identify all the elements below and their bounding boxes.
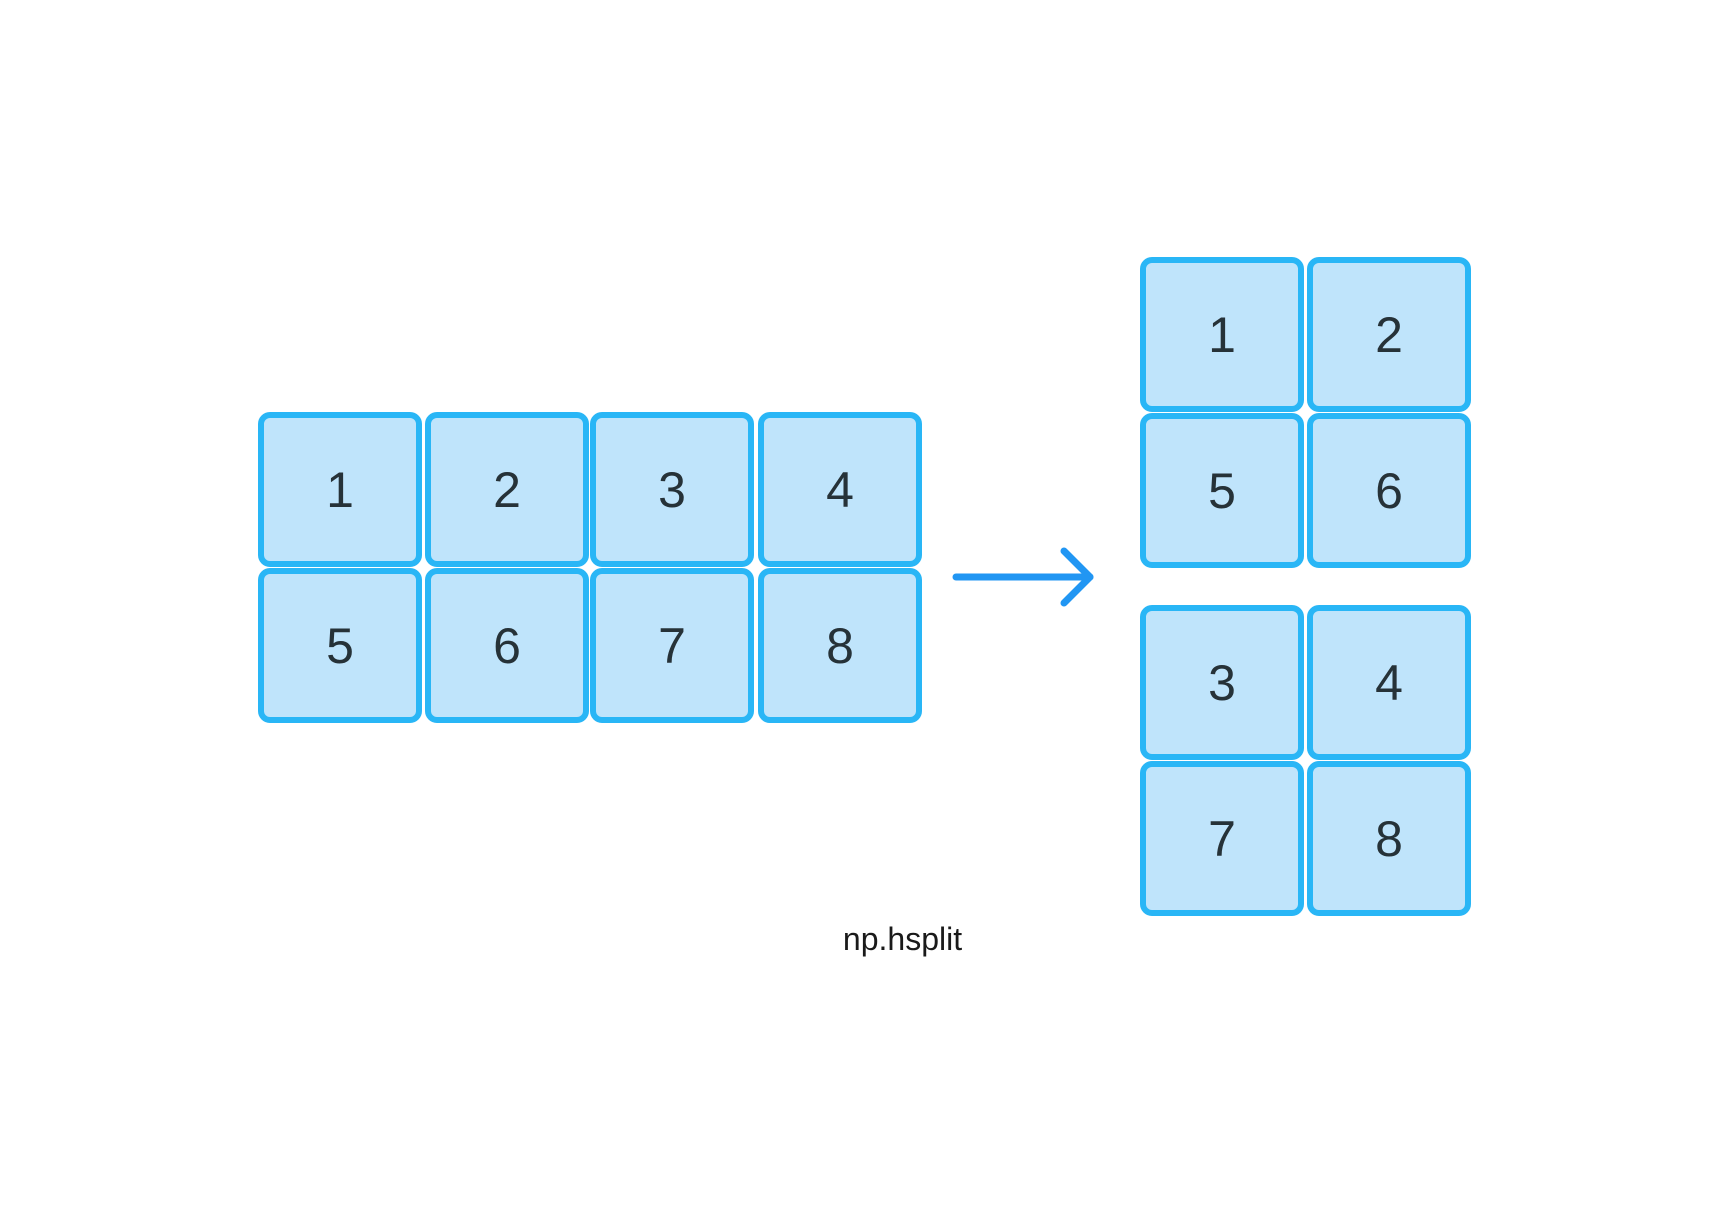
result-cell: 2: [1307, 257, 1471, 412]
result-cell: 3: [1140, 605, 1304, 760]
source-cell: 8: [758, 568, 922, 723]
result-cell: 1: [1140, 257, 1304, 412]
result-array-top: 1 2 5 6: [1140, 257, 1476, 571]
result-cell: 8: [1307, 761, 1471, 916]
result-cell: 6: [1307, 413, 1471, 568]
source-cell: 6: [425, 568, 589, 723]
diagram-caption: np.hsplit: [842, 921, 963, 957]
source-cell: 7: [590, 568, 754, 723]
result-cell: 7: [1140, 761, 1304, 916]
result-array-bottom: 3 4 7 8: [1140, 605, 1476, 919]
result-cell: 5: [1140, 413, 1304, 568]
result-cell: 4: [1307, 605, 1471, 760]
source-array: 1 2 3 4 5 6 7 8: [258, 412, 924, 726]
source-cell: 1: [258, 412, 422, 567]
source-cell: 3: [590, 412, 754, 567]
source-cell: 4: [758, 412, 922, 567]
source-cell: 2: [425, 412, 589, 567]
source-cell: 5: [258, 568, 422, 723]
arrow-right-icon: [952, 547, 1094, 607]
